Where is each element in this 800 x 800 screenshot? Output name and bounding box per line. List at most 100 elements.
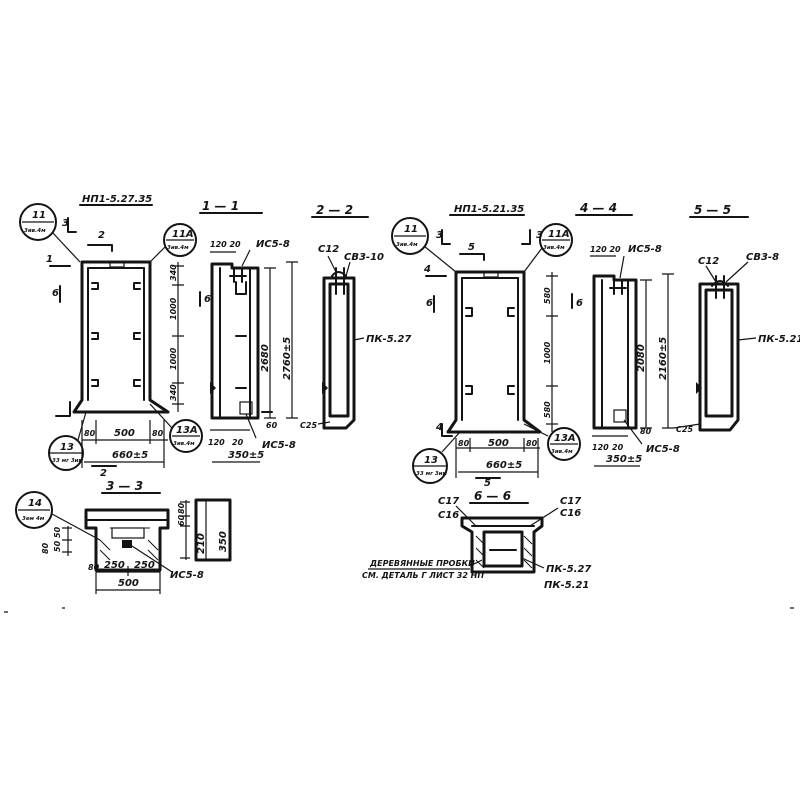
panel-b-title: НП1-5.21.35 (454, 204, 524, 215)
label-c12: С12 (318, 244, 339, 255)
svg-text:210: 210 (196, 533, 207, 554)
label-ics5-8-b: ИС5-8 (628, 244, 662, 255)
svg-text:33 мг 3им: 33 мг 3им (416, 471, 448, 477)
section-5-5-title: 5 — 5 (694, 203, 731, 217)
section-2-2: 2 — 2 С12 СВ3-10 ПК-5.27 С25 (300, 203, 411, 430)
label-wood-plugs-ref: СМ. ДЕТАЛЬ Г ЛИСТ 32 НП (362, 571, 484, 580)
panel-b-front-view: НП1-5.21.35 3 5 3 4 6 4 5 11 3ив.4м (391, 204, 581, 489)
label-c16-left: С16 (438, 510, 459, 521)
svg-text:80: 80 (526, 439, 538, 448)
svg-text:3ем 4м: 3ем 4м (22, 516, 45, 522)
section-mark-3b: 3 (436, 230, 443, 241)
svg-text:350±5: 350±5 (606, 454, 642, 465)
svg-text:11: 11 (32, 210, 46, 221)
svg-text:340: 340 (169, 384, 178, 401)
panel-a-title: НП1-5.27.35 (82, 194, 152, 205)
section-mark-1: 1 (46, 254, 53, 265)
svg-text:1000: 1000 (543, 341, 552, 364)
section-mark-3c: 3 (536, 230, 543, 241)
label-pk-5-21: ПК-5.21 (758, 334, 800, 345)
svg-text:3ив.4м: 3ив.4м (167, 245, 189, 251)
section-6-6-title: 6 — 6 (474, 489, 511, 503)
section-mark-5: 5 (468, 242, 475, 253)
label-pk-5-27: ПК-5.27 (366, 334, 411, 345)
svg-text:120 20: 120 20 (590, 245, 621, 254)
svg-text:60: 60 (266, 421, 278, 430)
svg-text:80: 80 (84, 429, 96, 438)
callout-14: 14 3ем 4м (15, 491, 101, 541)
svg-text:120 20: 120 20 (210, 240, 241, 249)
svg-text:13: 13 (60, 442, 74, 453)
svg-text:500: 500 (118, 578, 139, 589)
section-3-3-title: 3 — 3 (106, 479, 143, 493)
svg-text:80: 80 (458, 439, 470, 448)
svg-text:14: 14 (28, 498, 42, 509)
callout-11: 11 3ив.4м (19, 203, 81, 263)
section-mark-5-bottom: 5 (484, 478, 491, 489)
section-mark-6-right: 6 (204, 294, 211, 305)
svg-text:60: 60 (177, 514, 186, 526)
svg-text:50: 50 (53, 540, 62, 552)
svg-text:660±5: 660±5 (486, 460, 522, 471)
label-c16-right: С16 (560, 508, 581, 519)
label-cb3-10: СВ3-10 (344, 252, 384, 263)
callout-b-13a: 13А 3ив.4м (523, 423, 581, 461)
label-ics5-8-b-bottom: ИС5-8 (646, 444, 680, 455)
svg-text:1000: 1000 (169, 347, 178, 370)
svg-text:3ив.4м: 3ив.4м (543, 245, 565, 251)
section-3-3: 3 — 3 14 3ем 4м 50 50 80 80 250 250 500 … (15, 479, 232, 594)
svg-text:350: 350 (218, 531, 229, 552)
svg-text:11А: 11А (548, 229, 570, 240)
label-c12-b: С12 (698, 256, 719, 267)
callout-b-11a: 11А 3ив.4м (523, 223, 573, 273)
svg-text:2080: 2080 (636, 344, 647, 372)
label-pk-5-21-sec6: ПК-5.21 (544, 580, 589, 591)
svg-text:33 мг 3им: 33 мг 3им (52, 458, 84, 464)
svg-text:2160±5: 2160±5 (658, 337, 669, 380)
svg-text:120: 120 (208, 438, 225, 447)
svg-text:3ив.4м: 3ив.4м (173, 441, 195, 447)
svg-text:20: 20 (232, 438, 244, 447)
svg-text:13А: 13А (176, 425, 198, 436)
callout-11a: 11А 3ив.4м (149, 223, 197, 263)
section-mark-2-bottom: 2 (100, 468, 107, 479)
label-ics5-8-sec3: ИС5-8 (170, 570, 204, 581)
panel-a-front-view: НП1-5.27.35 3 2 1 6 2 11 3ив.4м (19, 194, 203, 479)
svg-text:580: 580 (543, 401, 552, 418)
svg-text:1000: 1000 (169, 297, 178, 320)
svg-text:20: 20 (612, 443, 624, 452)
section-6-6: 6 — 6 С17 С16 С17 С16 ПК-5.27 ПК-5.21 ДЕ… (362, 489, 591, 591)
svg-text:11А: 11А (172, 229, 194, 240)
svg-text:80: 80 (41, 542, 50, 554)
svg-text:350±5: 350±5 (228, 450, 264, 461)
svg-text:3ив.4м: 3ив.4м (396, 242, 418, 248)
svg-text:80: 80 (177, 502, 186, 514)
section-mark-3: 3 (62, 218, 69, 229)
section-1-1-title: 1 — 1 (202, 199, 239, 213)
svg-text:250: 250 (134, 560, 155, 571)
label-c17-left: С17 (438, 496, 459, 507)
section-4-4-title: 4 — 4 (579, 201, 617, 215)
svg-text:250: 250 (104, 560, 125, 571)
section-mark-2: 2 (98, 230, 105, 241)
svg-text:120: 120 (592, 443, 609, 452)
svg-text:13: 13 (424, 455, 438, 466)
svg-text:80: 80 (88, 563, 100, 572)
callout-b-11: 11 3ив.4м (391, 217, 457, 273)
svg-text:80: 80 (640, 427, 652, 436)
svg-text:3ив.4м: 3ив.4м (551, 449, 573, 455)
label-wood-plugs: ДЕРЕВЯННЫЕ ПРОБКИ (369, 559, 475, 568)
section-5-5: 5 — 5 С12 СВ3-8 ПК-5.21 (689, 203, 800, 432)
svg-text:13А: 13А (554, 433, 576, 444)
section-4-4: 4 — 4 120 20 ИС5-8 120 20 350±5 ИС5-8 80… (571, 201, 701, 467)
svg-text:50: 50 (53, 526, 62, 538)
svg-text:500: 500 (488, 438, 509, 449)
callout-13a: 13А 3ив.4м (149, 403, 203, 453)
section-mark-6: 6 (52, 288, 59, 299)
section-mark-4-bottom: 4 (435, 422, 443, 433)
section-1-1: 1 — 1 120 20 ИС5-8 120 20 350±5 ИС5-8 60… (199, 199, 298, 463)
label-cb3-8: СВ3-8 (746, 252, 779, 263)
svg-text:80: 80 (152, 429, 164, 438)
svg-text:340: 340 (169, 264, 178, 281)
